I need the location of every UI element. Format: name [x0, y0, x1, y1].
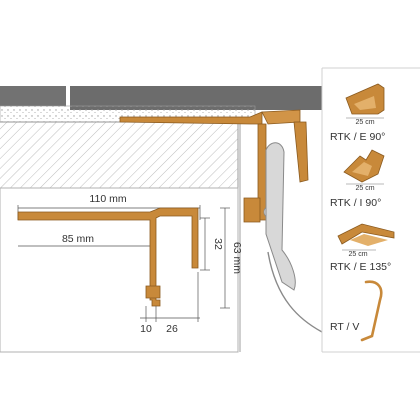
variant-rtk-e135: 25 cm RTK / E 135°: [330, 223, 395, 273]
variant-rtk-e90: 25 cm RTK / E 90°: [330, 83, 385, 143]
dim-width-short: 85 mm: [62, 233, 94, 245]
variant-rt-v: RT / V: [330, 280, 383, 342]
installed-profile: [119, 109, 323, 333]
variant-label: RTK / I 90°: [330, 197, 381, 209]
dim-width-long: 110 mm: [89, 193, 126, 205]
variant-label: RTK / E 90°: [330, 131, 385, 143]
gutter-profile-icon: [360, 280, 383, 342]
variant-length: 25 cm: [355, 185, 374, 192]
dim-height-large: 63 mm: [231, 242, 243, 274]
dim-bottom-a: 10: [140, 323, 152, 335]
floor-tile-left: [0, 86, 66, 106]
detail-inset: 110 mm 85 mm 32 63 mm 10 26: [0, 187, 243, 353]
variant-label: RTK / E 135°: [330, 261, 391, 273]
dim-bottom-b: 26: [166, 323, 178, 335]
variant-label: RT / V: [330, 321, 359, 333]
variant-length: 25 cm: [355, 119, 374, 126]
variant-rtk-i90: 25 cm RTK / I 90°: [330, 149, 385, 209]
inner-corner-90-icon: [343, 149, 385, 183]
variant-length: 25 cm: [348, 251, 367, 258]
dim-height-small: 32: [212, 238, 224, 250]
outer-corner-135-icon: [337, 223, 395, 246]
outer-corner-90-icon: [345, 83, 385, 115]
